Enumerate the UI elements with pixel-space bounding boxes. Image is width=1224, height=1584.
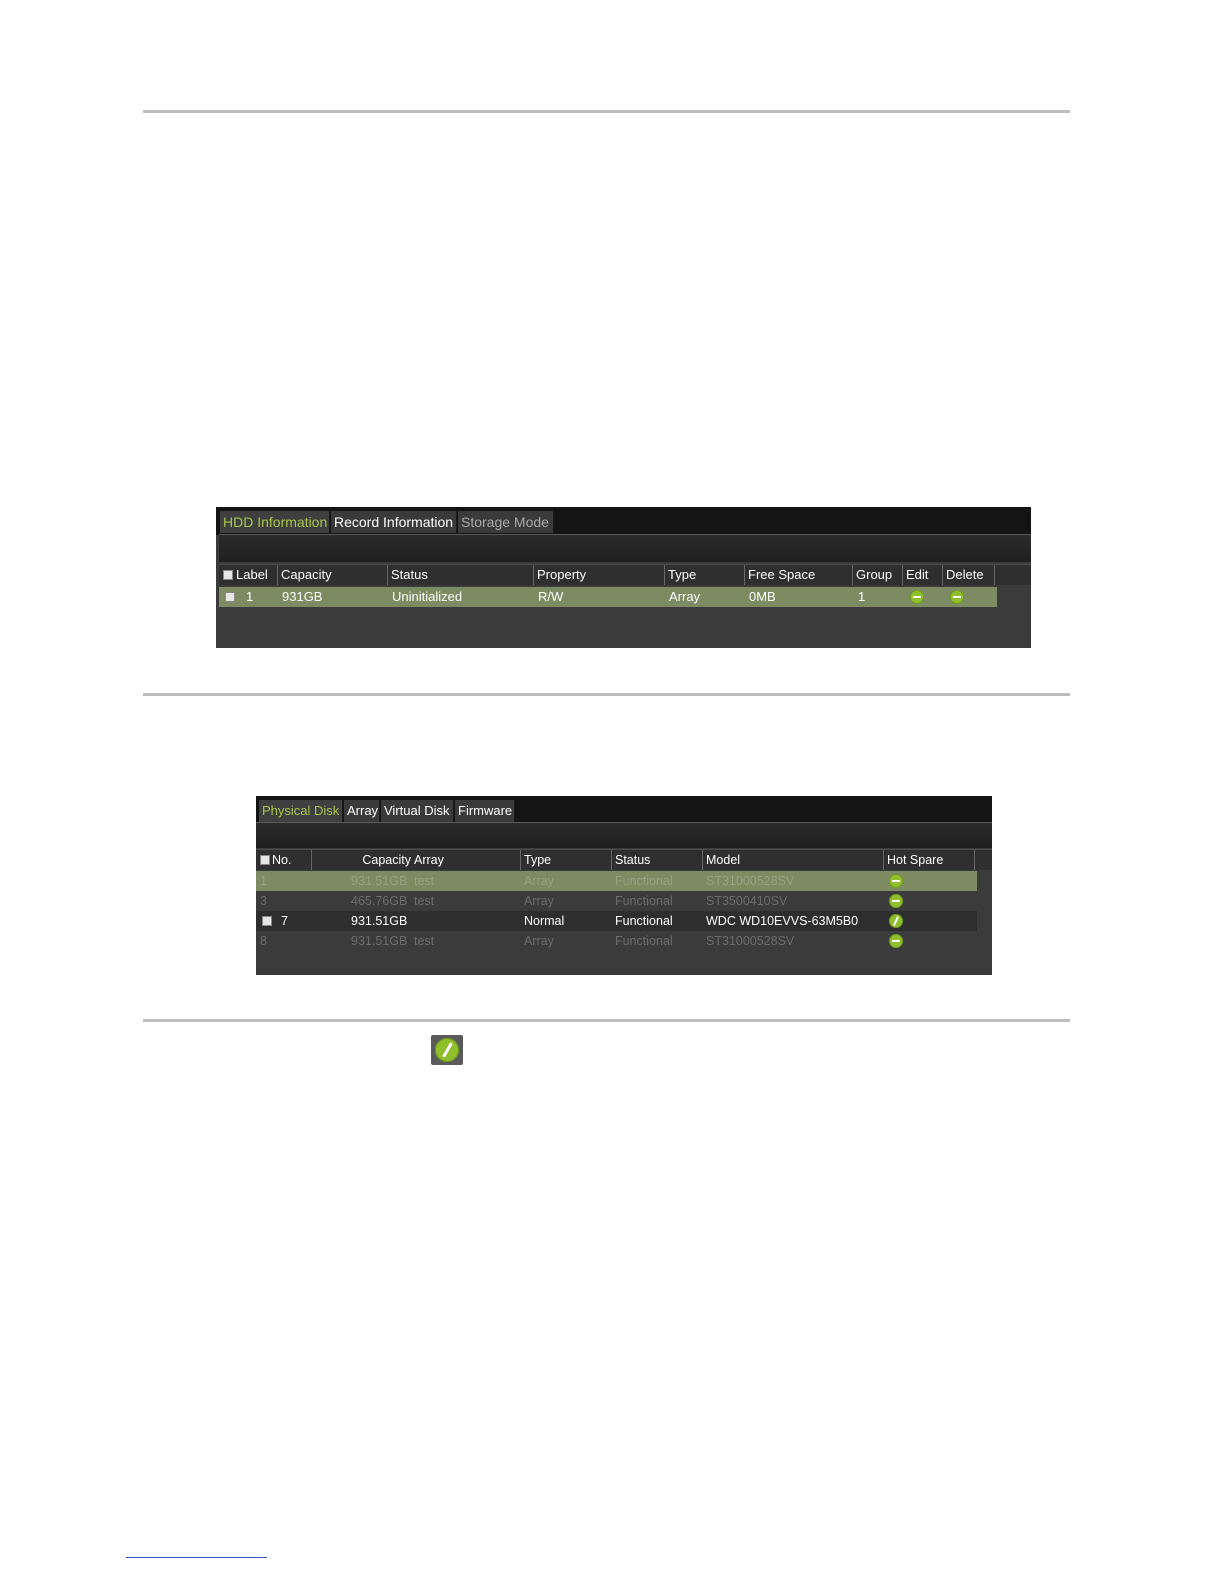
header-capacity[interactable]: Capacity xyxy=(278,565,388,585)
cell-array: test xyxy=(414,874,435,888)
cell-no: 8 xyxy=(260,934,267,948)
cell-status: Functional xyxy=(615,894,673,908)
header-status[interactable]: Status xyxy=(612,850,703,870)
cell-type: Normal xyxy=(524,914,565,928)
cell-model: ST31000528SV xyxy=(706,874,795,888)
cell-label: 1 xyxy=(246,589,254,604)
tab-storage-mode[interactable]: Storage Mode xyxy=(458,511,554,533)
hot-spare-minus-icon[interactable] xyxy=(889,934,903,948)
cell-type: Array xyxy=(524,894,554,908)
divider-top xyxy=(143,110,1070,113)
select-all-checkbox[interactable] xyxy=(223,570,233,580)
cell-capacity: 931.51GB xyxy=(351,934,408,948)
header-type[interactable]: Type xyxy=(521,850,612,870)
hot-spare-minus-icon[interactable] xyxy=(889,874,903,888)
cell-array: test xyxy=(414,934,435,948)
table-row[interactable]: 3 465.76GB test Array Functional ST35004… xyxy=(256,891,977,911)
header-type[interactable]: Type xyxy=(665,565,745,585)
tab-array[interactable]: Array xyxy=(344,800,380,822)
header-capacity[interactable]: Capacity xyxy=(362,853,411,867)
select-all-checkbox[interactable] xyxy=(260,855,270,865)
cell-model: ST31000528SV xyxy=(706,934,795,948)
header-group[interactable]: Group xyxy=(853,565,903,585)
cell-capacity: 465.76GB xyxy=(351,894,408,908)
cell-capacity: 931GB xyxy=(282,589,323,604)
table-row[interactable]: 8 931.51GB test Array Functional ST31000… xyxy=(256,931,977,951)
cell-capacity: 931.51GB xyxy=(351,874,408,888)
cell-no: 1 xyxy=(260,874,267,888)
header-hot-spare[interactable]: Hot Spare xyxy=(884,850,975,870)
tab-bar: Physical Disk Array Virtual Disk Firmwar… xyxy=(256,796,992,823)
row-checkbox[interactable] xyxy=(225,592,235,602)
cell-status: Functional xyxy=(615,874,673,888)
tab-bar: HDD Information Record Information Stora… xyxy=(216,507,1031,535)
divider-bottom xyxy=(143,1019,1070,1022)
cell-no: 7 xyxy=(281,914,288,928)
header-label[interactable]: Label xyxy=(219,565,278,585)
cell-status: Functional xyxy=(615,934,673,948)
header-property[interactable]: Property xyxy=(534,565,665,585)
cell-status: Functional xyxy=(615,914,673,928)
header-model[interactable]: Model xyxy=(703,850,884,870)
edit-pencil-icon xyxy=(431,1035,463,1065)
hdd-information-panel: HDD Information Record Information Stora… xyxy=(216,507,1031,648)
edit-minus-icon[interactable] xyxy=(910,590,924,604)
header-array[interactable]: Array xyxy=(411,850,521,870)
divider-middle xyxy=(143,693,1070,696)
physical-disk-panel: Physical Disk Array Virtual Disk Firmwar… xyxy=(256,796,992,975)
footer-link-underline[interactable] xyxy=(126,1557,267,1558)
table-header: Label Capacity Status Property Type Free… xyxy=(219,564,1031,585)
toolbar xyxy=(256,822,992,848)
hot-spare-edit-icon[interactable] xyxy=(889,914,903,928)
hot-spare-minus-icon[interactable] xyxy=(889,894,903,908)
header-free-space[interactable]: Free Space xyxy=(745,565,853,585)
tab-physical-disk[interactable]: Physical Disk xyxy=(259,800,343,822)
row-checkbox[interactable] xyxy=(262,916,272,926)
table-row[interactable]: 1 931.51GB test Array Functional ST31000… xyxy=(256,871,977,891)
table-row[interactable]: 1 931GB Uninitialized R/W Array 0MB 1 xyxy=(219,587,997,607)
header-no[interactable]: No. xyxy=(256,850,312,870)
toolbar xyxy=(219,534,1031,562)
cell-group: 1 xyxy=(858,589,866,604)
cell-property: R/W xyxy=(538,589,564,604)
tab-firmware[interactable]: Firmware xyxy=(455,800,515,822)
cell-status: Uninitialized xyxy=(392,589,463,604)
cell-type: Array xyxy=(524,934,554,948)
cell-no: 3 xyxy=(260,894,267,908)
cell-model: WDC WD10EVVS-63M5B0 xyxy=(706,914,859,928)
table-row[interactable]: 7 931.51GB Normal Functional WDC WD10EVV… xyxy=(256,911,977,931)
cell-type: Array xyxy=(669,589,701,604)
cell-model: ST3500410SV xyxy=(706,894,788,908)
cell-capacity: 931.51GB xyxy=(351,914,408,928)
cell-free-space: 0MB xyxy=(749,589,776,604)
delete-minus-icon[interactable] xyxy=(950,590,964,604)
cell-type: Array xyxy=(524,874,554,888)
cell-array: test xyxy=(414,894,435,908)
tab-record-information[interactable]: Record Information xyxy=(331,511,457,533)
table-header: No. Capacity Array Type Status Model Hot… xyxy=(256,849,992,870)
tab-virtual-disk[interactable]: Virtual Disk xyxy=(381,800,454,822)
header-edit[interactable]: Edit xyxy=(903,565,943,585)
header-delete[interactable]: Delete xyxy=(943,565,995,585)
header-status[interactable]: Status xyxy=(388,565,534,585)
tab-hdd-information[interactable]: HDD Information xyxy=(220,511,330,533)
